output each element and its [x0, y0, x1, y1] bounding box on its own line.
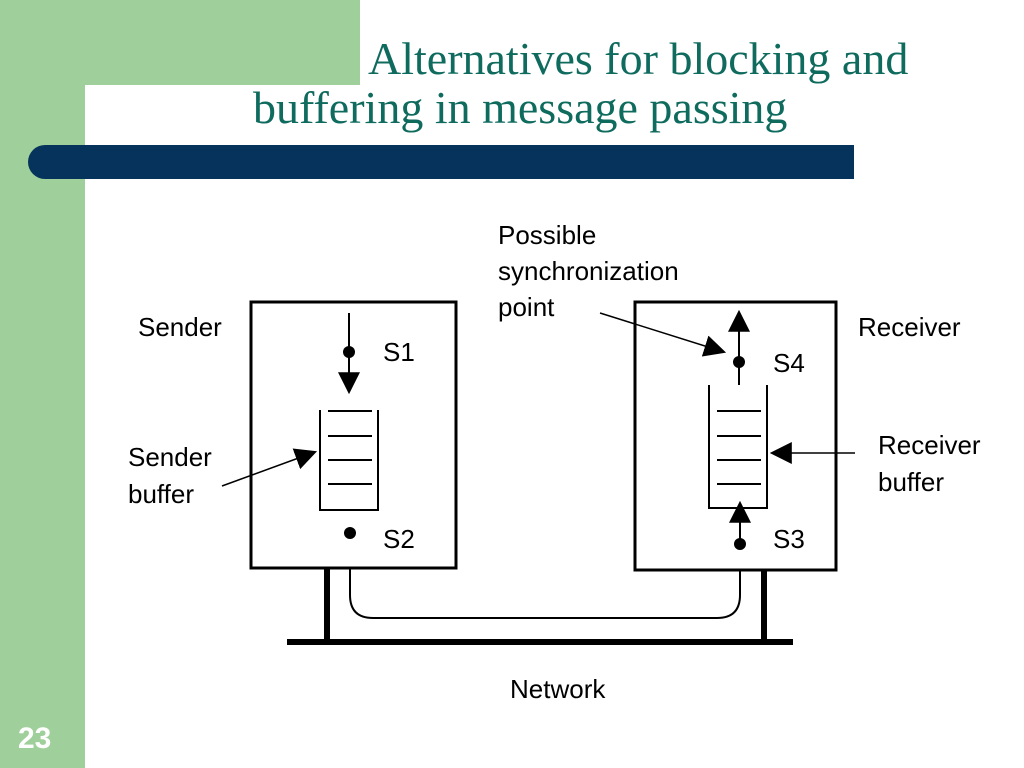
slide-title-line-1: Alternatives for blocking and — [368, 33, 909, 84]
top-green-band — [85, 0, 360, 85]
sender-buffer-label-line-1: Sender — [128, 442, 212, 472]
title-underline-bar — [28, 145, 854, 179]
sender-buffer-container — [319, 410, 379, 511]
point-s4-dot — [733, 356, 745, 368]
point-s2-label: S2 — [383, 524, 415, 554]
receiver-host: S4 S3 — [633, 300, 838, 572]
point-s2-dot — [344, 527, 356, 539]
sync-point-pointer — [599, 312, 727, 357]
message-path — [349, 535, 741, 619]
point-s1-label: S1 — [383, 337, 415, 367]
point-s1-dot — [343, 346, 355, 358]
slide-number: 23 — [18, 722, 52, 755]
left-green-band — [0, 0, 85, 768]
slide-title-line-2: buffering in message passing — [253, 82, 788, 133]
receiver-buffer-label-line-2: buffer — [878, 467, 944, 497]
sender-buffer-label-line-2: buffer — [128, 479, 194, 509]
receiver-buffer-label-line-1: Receiver — [878, 430, 981, 460]
point-s3-dot — [734, 538, 746, 550]
sync-label-line-3: point — [498, 292, 555, 322]
network — [287, 535, 793, 645]
sync-label-line-1: Possible — [498, 220, 596, 250]
sync-label-line-2: synchronization — [498, 256, 679, 286]
point-s3-label: S3 — [773, 524, 805, 554]
receiver-label: Receiver — [858, 312, 961, 342]
sender-label: Sender — [138, 312, 222, 342]
point-s4-label: S4 — [773, 348, 805, 378]
sender-buffer-pointer — [221, 448, 318, 487]
sender-host: S1 S2 — [249, 300, 458, 570]
network-label: Network — [510, 674, 606, 704]
slide-title: Alternatives for blocking and buffering … — [240, 34, 980, 132]
